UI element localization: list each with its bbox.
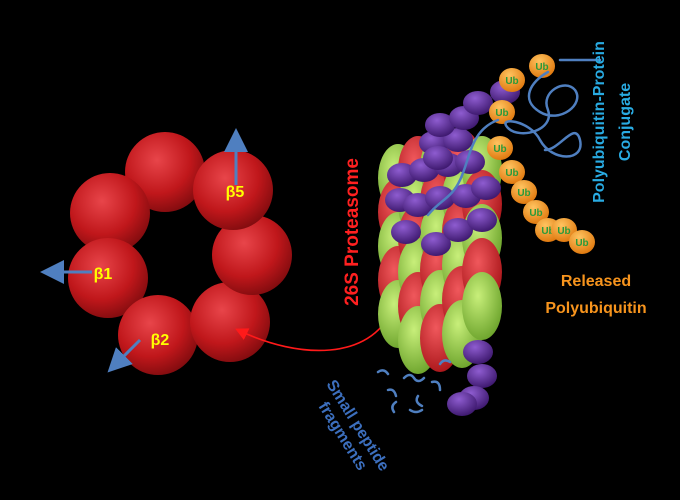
- beta-ring: [68, 132, 292, 375]
- released-label-line2: Polyubiquitin: [545, 300, 646, 317]
- ub-bead-label: Ub: [535, 62, 548, 73]
- ub-bead-label: Ub: [505, 168, 518, 179]
- ub-bead: [523, 200, 549, 224]
- ring-subunit: [68, 238, 148, 318]
- ub-bead-label: Ub: [517, 188, 530, 199]
- beta5-label: β5: [226, 184, 245, 201]
- peptide-fragments: [376, 359, 452, 414]
- fragment: [391, 400, 398, 414]
- ring-subunit: [70, 173, 150, 253]
- ring-subunit: [125, 132, 205, 212]
- ring-subunit: [118, 295, 198, 375]
- barrel-subunit: [462, 272, 502, 340]
- ring-subunit: [190, 282, 270, 362]
- released-label-line1: Released: [561, 273, 631, 290]
- fragment: [438, 359, 452, 366]
- ub-bead: [569, 230, 595, 254]
- lid-subunit: [443, 128, 473, 152]
- lid-subunit: [463, 91, 493, 115]
- ub-bead-label: Ub: [557, 226, 570, 237]
- fragment: [376, 369, 390, 376]
- proteasome-base: [447, 340, 497, 416]
- conjugate-label-line2: Conjugate: [617, 83, 634, 161]
- lid-subunit: [455, 150, 485, 174]
- lid-subunit: [443, 218, 473, 242]
- ub-bead-label: Ub: [529, 208, 542, 219]
- base-subunit: [467, 364, 497, 388]
- ub-bead: [551, 218, 577, 242]
- fragment: [430, 380, 442, 392]
- lid-subunit: [391, 220, 421, 244]
- lid-subunit: [467, 208, 497, 232]
- protein-squiggle: [504, 58, 602, 158]
- fragment: [415, 394, 424, 408]
- fragment: [386, 388, 398, 398]
- ub-bead-label: Ub: [493, 144, 506, 155]
- ub-bead: [511, 180, 537, 204]
- base-subunit: [463, 340, 493, 364]
- ring-subunit: [212, 215, 292, 295]
- protein-thread: [426, 118, 500, 217]
- beta2-arrow: [107, 338, 142, 373]
- ub-bead: [499, 68, 525, 92]
- ub-bead-label: Ub: [575, 238, 588, 249]
- base-subunit: [447, 392, 477, 416]
- fragment: [408, 408, 424, 414]
- conjugate-label-line1: Polyubiquitin-Protein: [591, 41, 608, 203]
- beta2-label: β2: [151, 332, 170, 349]
- ub-bead-label: Ub: [505, 76, 518, 87]
- ub-bead: [487, 136, 513, 160]
- lid-subunit: [425, 186, 455, 210]
- ring-subunit: [193, 150, 273, 230]
- ub-bead: [499, 160, 525, 184]
- fragment: [402, 373, 426, 383]
- ub-bead-label: Ub: [541, 226, 554, 237]
- ub-bead: [489, 100, 515, 124]
- lid-subunit: [425, 113, 455, 137]
- lid-subunit: [471, 176, 501, 200]
- proteasome-lid: [385, 80, 520, 256]
- beta1-label: β1: [94, 266, 113, 283]
- proteasome-label: 26S Proteasome: [342, 158, 363, 306]
- ub-bead-label: Ub: [495, 108, 508, 119]
- lid-subunit: [421, 232, 451, 256]
- lid-subunit: [423, 146, 453, 170]
